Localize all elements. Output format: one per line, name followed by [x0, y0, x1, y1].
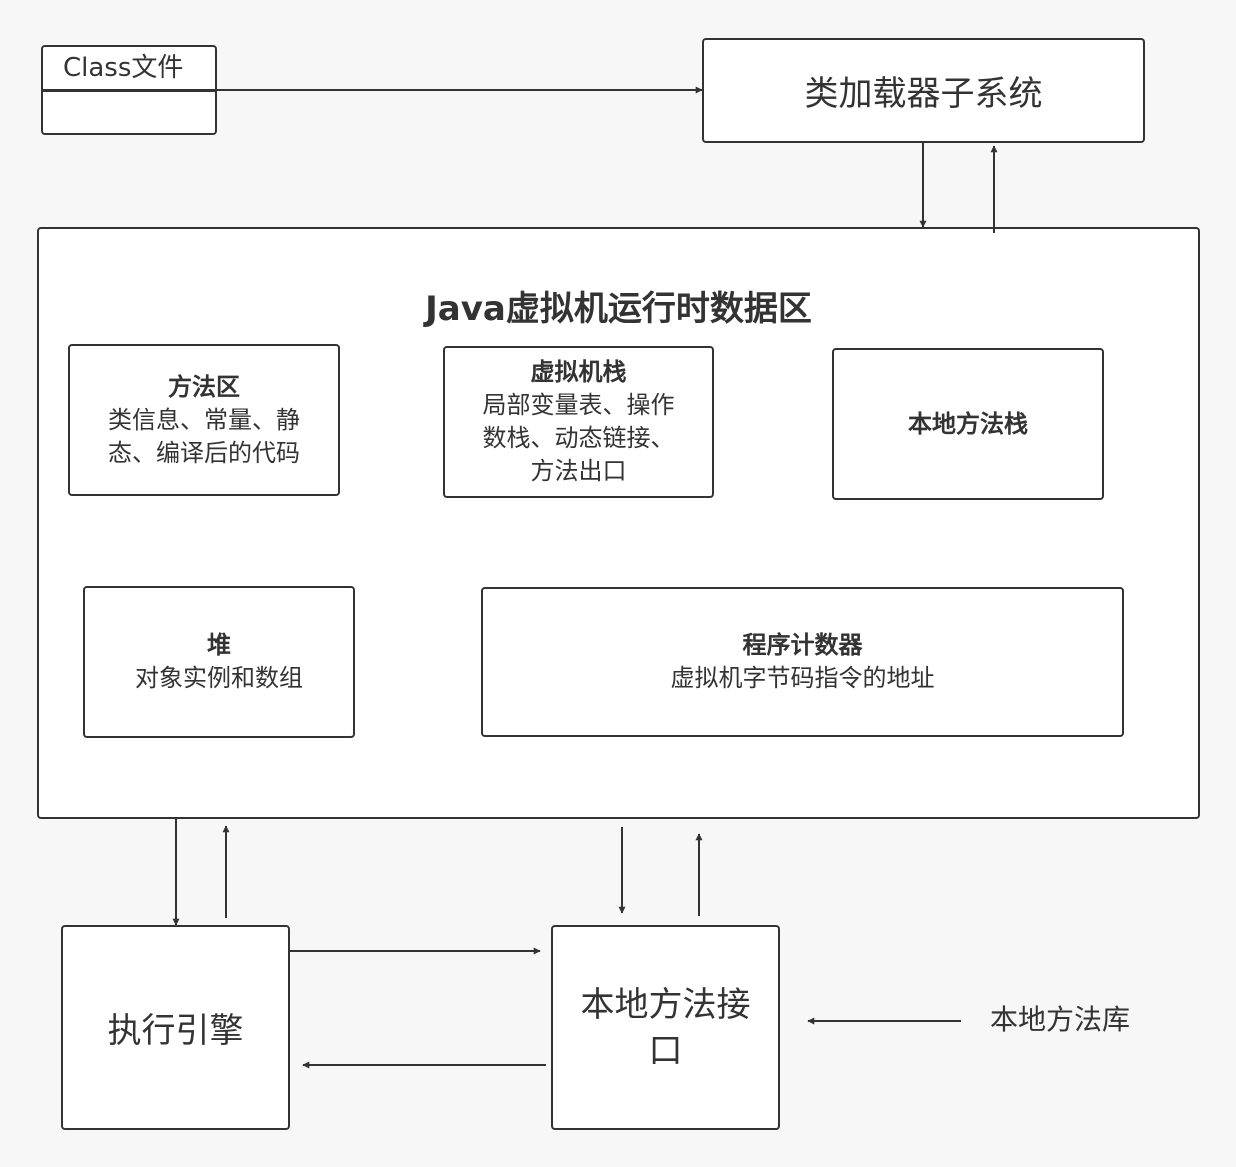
- native-interface-label-line-2: 口: [648, 1030, 683, 1071]
- method-area-title: 方法区: [168, 372, 240, 401]
- heap-box: 堆 对象实例和数组: [83, 586, 355, 738]
- heap-title: 堆: [207, 631, 231, 659]
- runtime-data-area-title: Java虚拟机运行时数据区: [425, 289, 812, 329]
- heap-desc: 对象实例和数组: [135, 664, 303, 692]
- class-file-title: Class文件: [43, 47, 215, 92]
- class-loader-label: 类加载器子系统: [804, 74, 1043, 114]
- class-file-box: Class文件: [41, 45, 217, 135]
- vm-stack-desc-line-2: 数栈、动态链接、: [482, 424, 675, 452]
- program-counter-title: 程序计数器: [742, 631, 863, 659]
- vm-stack-title: 虚拟机栈: [530, 358, 627, 386]
- program-counter-box: 程序计数器 虚拟机字节码指令的地址: [481, 587, 1124, 737]
- method-area-desc-line-2: 态、编译后的代码: [108, 438, 300, 467]
- native-method-stack-box: 本地方法栈: [832, 348, 1104, 500]
- native-method-stack-title: 本地方法栈: [908, 409, 1028, 438]
- native-library-label: 本地方法库: [990, 1003, 1131, 1036]
- vm-stack-box: 虚拟机栈 局部变量表、操作 数栈、动态链接、 方法出口: [443, 346, 714, 498]
- class-loader-box: 类加载器子系统: [702, 38, 1145, 143]
- method-area-desc-line-1: 类信息、常量、静: [108, 405, 300, 434]
- program-counter-desc: 虚拟机字节码指令的地址: [670, 664, 935, 692]
- native-interface-box: 本地方法接 口: [551, 925, 780, 1130]
- native-interface-label-line-1: 本地方法接: [580, 984, 751, 1025]
- vm-stack-desc-line-3: 方法出口: [530, 457, 627, 485]
- execution-engine-label: 执行引擎: [107, 1011, 244, 1051]
- vm-stack-desc-line-1: 局部变量表、操作: [482, 391, 675, 419]
- method-area-box: 方法区 类信息、常量、静 态、编译后的代码: [68, 344, 340, 496]
- execution-engine-box: 执行引擎: [61, 925, 290, 1130]
